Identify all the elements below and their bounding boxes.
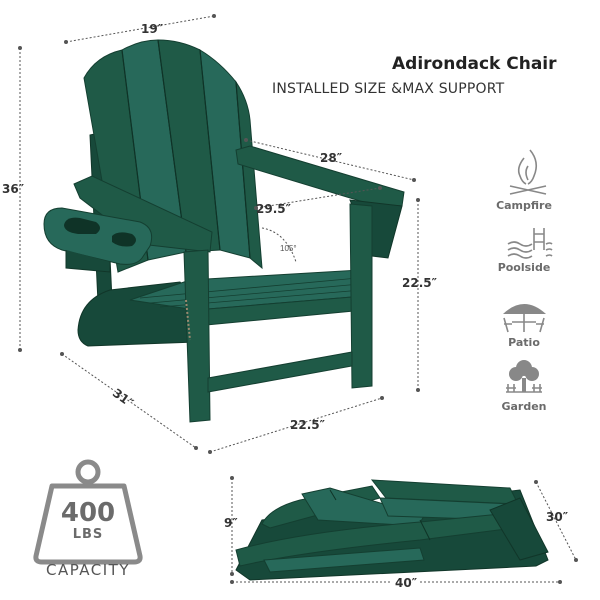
capacity-unit: LBS: [72, 527, 104, 542]
dimension-seat-depth: 29.5″: [256, 202, 291, 216]
pool-icon: [507, 228, 553, 259]
dimension-front-width: 22.5″: [290, 418, 325, 432]
use-label-poolside: Poolside: [497, 261, 551, 274]
folded-length-label: 40″: [392, 576, 421, 590]
adirondack-chair-drawing: [43, 39, 405, 423]
folded-chair-drawing: [235, 479, 549, 581]
capacity-value: 400: [60, 498, 116, 528]
product-subtitle: INSTALLED SIZE &MAX SUPPORT: [272, 81, 505, 97]
product-title: Adirondack Chair: [392, 54, 557, 74]
dimension-top-width: 19″: [141, 22, 164, 36]
garden-tree-icon: [506, 360, 542, 393]
folded-depth-label: 30″: [546, 510, 569, 524]
use-label-garden: Garden: [501, 400, 547, 413]
dimension-arm-length: 28″: [320, 151, 343, 165]
dimension-arm-height: 22.5″: [402, 276, 437, 290]
dimension-lines: [18, 14, 420, 454]
use-label-patio: Patio: [508, 336, 540, 349]
recline-angle-label: 105°: [280, 244, 297, 253]
use-label-campfire: Campfire: [496, 199, 552, 212]
patio-umbrella-icon: [503, 304, 546, 333]
capacity-label: CAPACITY: [45, 561, 131, 579]
campfire-icon: [509, 149, 547, 195]
folded-height-label: 9″: [224, 516, 238, 530]
weight-icon: [33, 459, 143, 565]
dimension-total-height: 36″: [2, 182, 25, 196]
